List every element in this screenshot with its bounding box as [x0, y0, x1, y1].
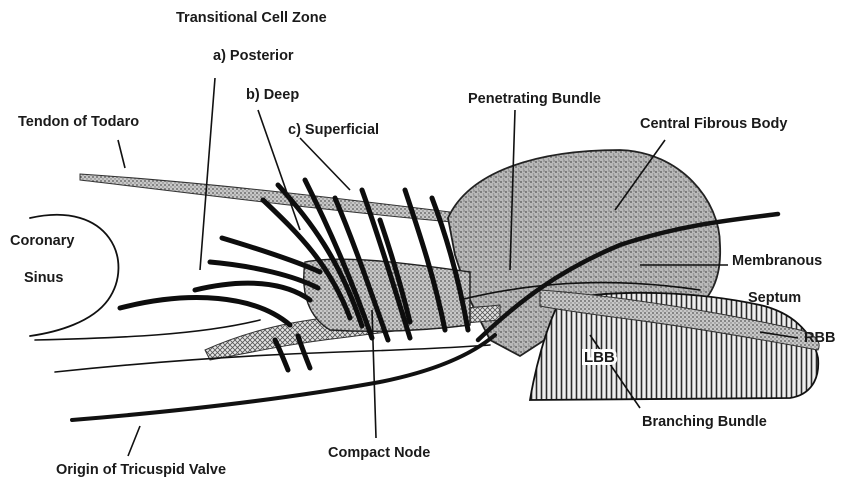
compact-node-label: Compact Node [328, 445, 430, 461]
posterior-label: a) Posterior [213, 48, 294, 64]
membranous-label: Membranous [732, 253, 822, 269]
lbb-label-text: LBB [584, 349, 615, 366]
atrial-base-line [35, 320, 260, 340]
rbb-label: RBB [804, 330, 835, 346]
septum-label: Septum [748, 290, 801, 306]
atrial-lower-line [55, 345, 490, 372]
branching-bundle-label: Branching Bundle [642, 414, 767, 430]
penetrating-bundle-label: Penetrating Bundle [468, 91, 601, 107]
posterior-fibers [120, 238, 320, 325]
deep-label: b) Deep [246, 87, 299, 103]
central-fibrous-body-label: Central Fibrous Body [640, 116, 787, 132]
tendon-of-todaro [80, 174, 452, 222]
transitional-cell-zone-label: Transitional Cell Zone [176, 10, 327, 26]
sinus-label: Sinus [24, 270, 63, 286]
coronary-label: Coronary [10, 233, 74, 249]
origin-of-tricuspid-valve-label: Origin of Tricuspid Valve [56, 462, 226, 478]
tendon-of-todaro-label: Tendon of Todaro [18, 114, 139, 130]
superficial-label: c) Superficial [288, 122, 379, 138]
